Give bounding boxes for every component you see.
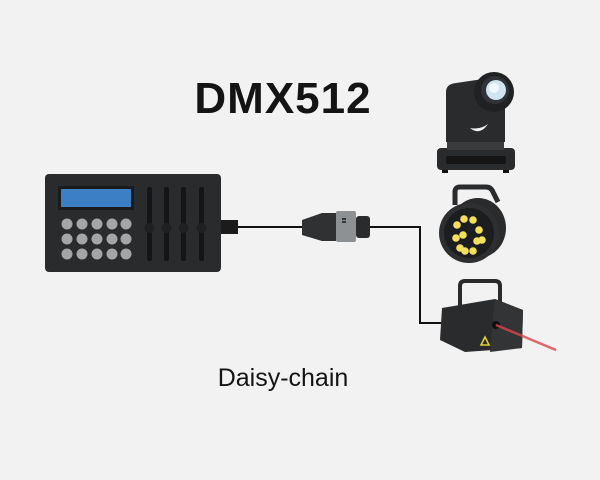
dmx-cable bbox=[238, 226, 442, 324]
controller-buttons bbox=[61, 218, 132, 260]
controller-faders bbox=[144, 187, 207, 261]
par-leds bbox=[452, 215, 486, 255]
par-can-light-icon bbox=[439, 184, 506, 263]
xlr-connector-icon bbox=[302, 211, 370, 242]
dmx-controller-icon bbox=[45, 174, 238, 272]
moving-head-light-icon bbox=[437, 72, 515, 173]
laser-projector-icon bbox=[440, 279, 557, 352]
diagram-title: DMX512 bbox=[194, 74, 372, 123]
diagram-caption: Daisy-chain bbox=[217, 364, 349, 392]
